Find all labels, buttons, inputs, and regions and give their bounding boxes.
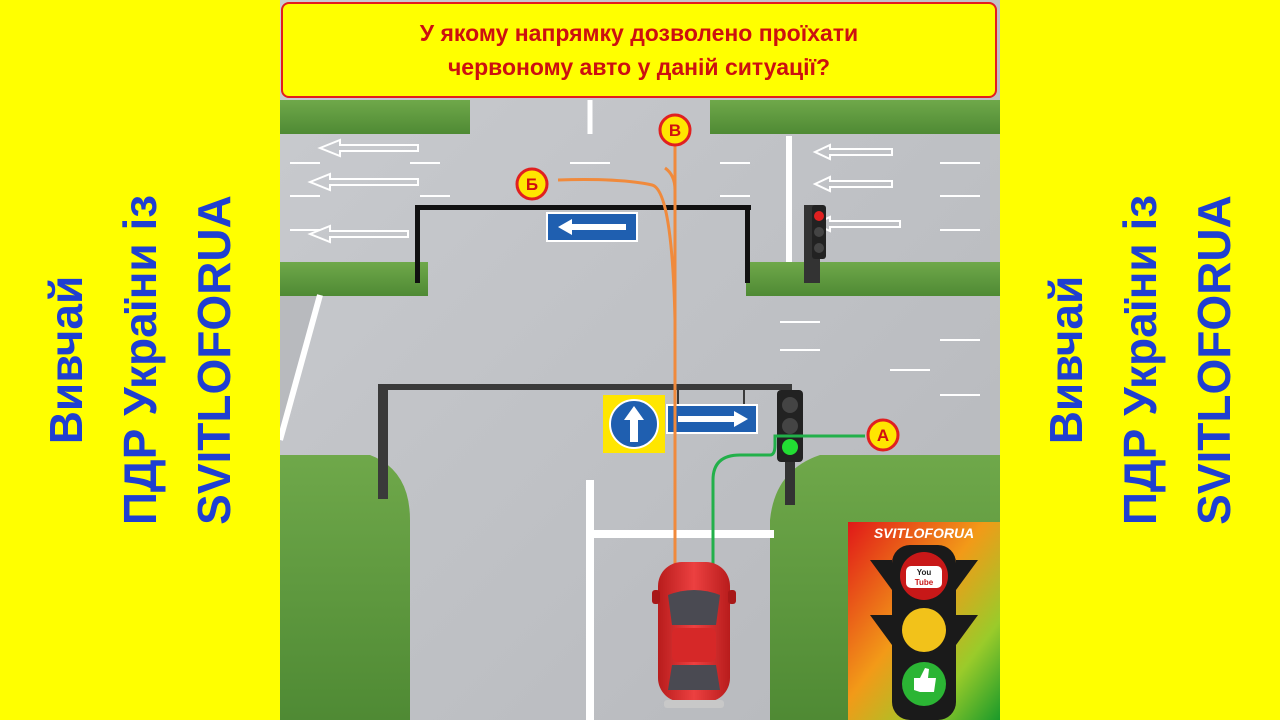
grass-top-left	[280, 100, 470, 134]
far-gantry-beam	[415, 205, 751, 210]
road-edge-line	[280, 294, 323, 441]
slogan-line-1: Вивчай	[1040, 275, 1092, 445]
green-light-icon	[782, 439, 798, 455]
point-b-marker: Б	[515, 167, 549, 201]
near-gantry-beam	[378, 384, 792, 390]
yellow-light-icon	[902, 608, 946, 652]
point-a-marker: А	[866, 418, 900, 452]
youtube-label-1: You	[917, 568, 932, 577]
stop-line-right	[786, 136, 792, 262]
slogan-line-3: SVITLOFORUA	[188, 195, 240, 525]
point-a-label: А	[877, 426, 889, 445]
stop-line-bottom	[594, 530, 774, 538]
route-to-b	[557, 178, 677, 321]
slogan-line-1: Вивчай	[40, 275, 92, 445]
question-box: У якому напрямку дозволено проїхати черв…	[281, 2, 997, 98]
intersection-illustration: А Б В SVITLOFORUA Y	[280, 0, 1000, 720]
near-gantry-post	[378, 384, 388, 499]
red-car	[652, 562, 736, 708]
intersection-scene: А Б В SVITLOFORUA Y	[280, 0, 1000, 720]
lane-arrows-left	[307, 138, 419, 244]
question-line-2: червоному авто у даній ситуації?	[447, 54, 831, 80]
right-side-banner: Вивчай ПДР України із SVITLOFORUA	[1000, 0, 1280, 720]
left-side-banner: Вивчай ПДР України із SVITLOFORUA	[0, 0, 280, 720]
route-to-a	[711, 434, 865, 565]
youtube-label-2: Tube	[915, 578, 934, 587]
lane-arrows-right	[812, 143, 901, 233]
slogan-line-3: SVITLOFORUA	[1188, 195, 1240, 525]
grass-mid-left	[280, 262, 428, 296]
near-traffic-light-post	[785, 455, 795, 505]
point-b-label: Б	[526, 175, 538, 194]
point-v-label: В	[669, 121, 681, 140]
right-arrow-icon	[678, 411, 748, 427]
logo-title: SVITLOFORUA	[874, 525, 974, 541]
lane-markings-right	[780, 162, 980, 396]
right-side-slogan: Вивчай ПДР України із SVITLOFORUA	[1029, 195, 1251, 525]
straight-arrow-icon	[624, 406, 644, 442]
lane-markings-top	[290, 162, 750, 231]
grass-top-right	[710, 100, 1000, 134]
grass-mid-right	[746, 262, 1000, 296]
center-line-bottom	[586, 480, 594, 720]
left-arrow-icon	[558, 219, 626, 235]
slogan-line-2: ПДР України із	[1114, 194, 1166, 526]
slogan-line-2: ПДР України із	[114, 194, 166, 526]
point-v-marker: В	[658, 113, 692, 147]
svitloforua-logo: SVITLOFORUA You Tube	[848, 522, 1000, 720]
far-gantry-post-left	[415, 205, 420, 283]
question-line-1: У якому напрямку дозволено проїхати	[419, 20, 859, 46]
far-gantry-post-right	[745, 205, 750, 283]
grass-bottom-left	[280, 455, 410, 720]
left-side-slogan: Вивчай ПДР України із SVITLOFORUA	[29, 195, 251, 525]
red-light-icon	[814, 211, 824, 221]
